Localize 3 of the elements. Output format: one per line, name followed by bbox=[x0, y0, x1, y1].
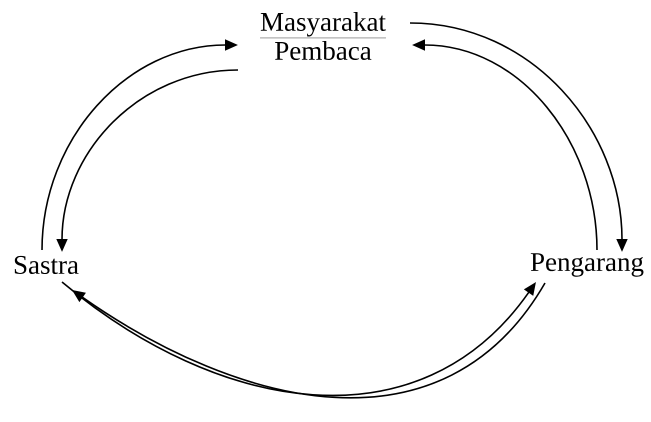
text-label: Pengarang bbox=[530, 253, 644, 277]
text-label: Masyarakat Pembaca bbox=[260, 12, 386, 60]
text-label: Sastra bbox=[14, 256, 79, 274]
